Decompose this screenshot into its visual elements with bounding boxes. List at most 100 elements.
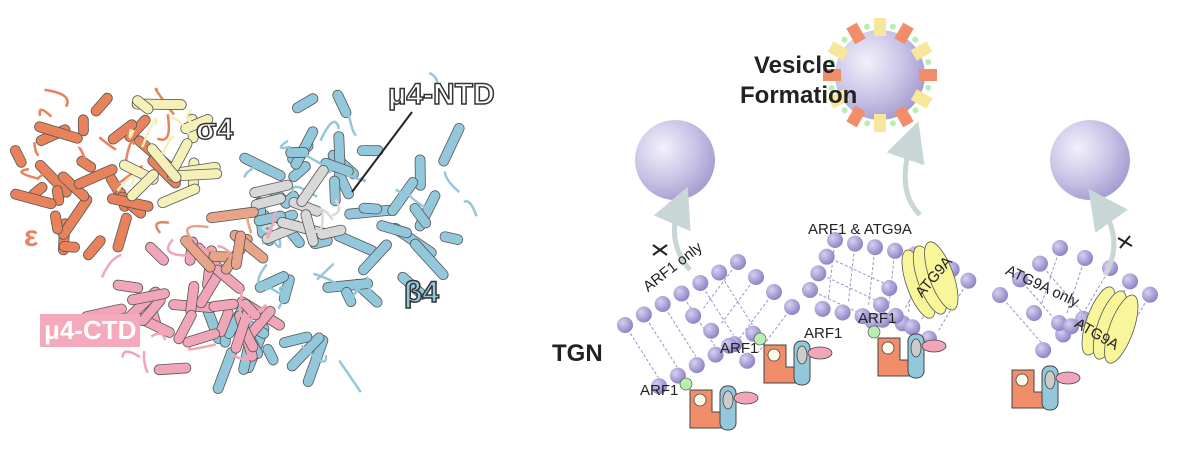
helix <box>262 344 279 366</box>
helix <box>212 347 237 394</box>
label-mu4-ntd: μ4-NTD <box>387 77 495 112</box>
loop <box>20 167 40 181</box>
lipid-head <box>673 285 690 302</box>
vesicle-left <box>635 120 715 200</box>
arf1 <box>867 325 881 339</box>
lipid-head <box>651 378 668 395</box>
loop <box>230 353 250 362</box>
lipid-head <box>818 248 835 265</box>
lipid-head <box>1052 240 1068 256</box>
helix <box>10 188 57 210</box>
helix <box>254 271 289 293</box>
loop <box>38 108 53 118</box>
loop <box>155 221 170 234</box>
helix <box>296 165 329 207</box>
helix <box>409 238 449 280</box>
label-sigma4: σ4 <box>195 112 234 147</box>
loop <box>311 211 324 234</box>
helix <box>126 169 159 202</box>
helix <box>145 242 169 266</box>
ap4-arf1-a <box>753 332 833 386</box>
lipid-head <box>834 304 851 321</box>
ap4-atg9a-only <box>1011 365 1081 411</box>
helix <box>230 230 247 270</box>
membrane-arf1-atg9a <box>802 232 977 347</box>
loop <box>185 108 208 127</box>
lipid-head <box>1026 304 1043 321</box>
helix <box>397 271 428 300</box>
coat-subunit <box>919 69 937 81</box>
loop <box>238 290 251 319</box>
loop <box>243 164 259 178</box>
helix <box>239 152 286 181</box>
lipid-head <box>867 239 883 256</box>
loop <box>266 210 278 239</box>
helix <box>77 114 89 137</box>
helix <box>83 235 106 261</box>
loop <box>260 280 288 298</box>
ap4-arf1-b <box>679 377 759 431</box>
lipid-head <box>872 296 889 313</box>
mu4-ntd-pointer-line <box>351 111 413 193</box>
ap4-structure <box>9 71 478 394</box>
loop <box>331 198 341 217</box>
helix <box>316 224 347 240</box>
vesicle-coated <box>822 17 937 133</box>
helix <box>173 309 197 345</box>
loop <box>277 284 292 310</box>
helix <box>146 143 182 183</box>
atg9a-right <box>1081 286 1139 364</box>
arrow-center <box>886 121 925 217</box>
lipid-head <box>814 300 831 317</box>
arf1 <box>679 377 693 391</box>
helix <box>157 183 201 209</box>
helix <box>132 95 154 115</box>
loop <box>156 114 171 141</box>
lipid-head <box>992 287 1008 303</box>
label-beta4: β4 <box>403 275 440 310</box>
lipid-head <box>748 269 764 285</box>
lipid-head <box>692 275 709 291</box>
lipid-head <box>1122 273 1138 290</box>
coat-subunit <box>827 41 850 61</box>
loop <box>167 238 192 257</box>
label-epsilon: ε <box>24 220 39 253</box>
epsilon-helices <box>9 87 181 261</box>
helix <box>58 194 93 240</box>
label-arf1-a: ARF1 <box>720 340 759 357</box>
loop <box>98 136 117 151</box>
helix <box>73 164 118 190</box>
loop <box>428 71 439 87</box>
helix <box>279 331 313 348</box>
lipid-head <box>654 296 671 312</box>
helix <box>112 279 144 294</box>
lipid-head <box>784 299 800 315</box>
helix <box>112 212 132 253</box>
loop <box>77 146 87 161</box>
loop <box>319 120 341 142</box>
loop <box>314 207 334 221</box>
loop <box>161 135 175 155</box>
helix <box>34 159 72 198</box>
lipid-head <box>881 279 898 296</box>
helix <box>438 122 465 167</box>
lipid-head <box>887 307 904 324</box>
ap4-complexes <box>679 325 1081 431</box>
loop <box>316 262 335 281</box>
loop <box>142 350 149 374</box>
coat-subunit <box>822 69 842 82</box>
title-line2: Formation <box>740 82 858 109</box>
loop <box>141 117 158 148</box>
helix <box>302 335 329 387</box>
loop <box>187 343 217 351</box>
atg9a-center <box>901 241 959 319</box>
loop <box>392 188 405 215</box>
loop <box>237 304 267 335</box>
lipid-head <box>711 264 728 281</box>
lipid-head <box>1051 314 1068 331</box>
loop <box>279 139 292 150</box>
loop <box>44 88 69 108</box>
coat-subunit <box>894 22 914 45</box>
lipid-head <box>721 337 738 354</box>
